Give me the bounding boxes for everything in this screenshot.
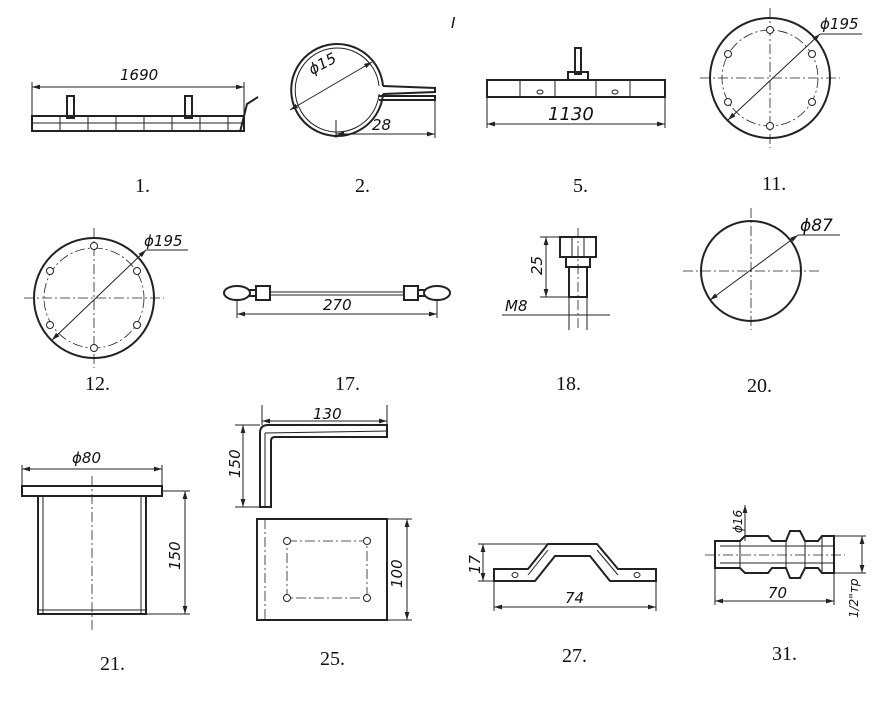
part-21-caption: 21.: [100, 653, 125, 675]
part-11-caption: 11.: [762, 173, 786, 195]
part-17-drawing: 270: [223, 285, 451, 318]
part-18-height-dimension: 25: [528, 256, 546, 275]
part-21-diameter-dimension: ϕ80: [72, 449, 101, 467]
part-12-drawing: ϕ195: [24, 228, 188, 368]
part-20-drawing: ϕ87: [683, 208, 840, 330]
part-20-diameter-dimension: ϕ87: [800, 216, 833, 236]
part-5-caption: 5.: [573, 175, 588, 197]
part-1-drawing: 1690: [31, 66, 259, 133]
part-11-diameter-dimension: ϕ195: [820, 15, 859, 33]
part-1-length-dimension: 1690: [120, 66, 158, 84]
part-1-caption: 1.: [135, 175, 150, 197]
part-2-length-dimension: 28: [372, 116, 391, 134]
part-11-drawing: ϕ195: [700, 8, 862, 148]
part-25-height-dimension: 150: [226, 449, 244, 478]
part-20-caption: 20.: [747, 375, 772, 397]
part-17-length-dimension: 270: [323, 296, 352, 314]
part-2-caption: 2.: [355, 175, 370, 197]
part-5-drawing: 1130: [486, 47, 666, 128]
part-2-drawing: ϕ15 28: [289, 43, 436, 138]
part-27-caption: 27.: [562, 645, 587, 667]
part-27-height-dimension: 17: [466, 554, 484, 574]
part-27-length-dimension: 74: [565, 589, 584, 607]
part-31-caption: 31.: [772, 643, 797, 665]
part-18-caption: 18.: [556, 373, 581, 395]
part-25-width-dimension: 130: [313, 405, 342, 423]
part-31-thread-dimension: 1/2"тр: [847, 578, 861, 618]
part-17-caption: 17.: [335, 373, 360, 395]
part-25-plate-dimension: 100: [388, 559, 406, 588]
part-18-thread-dimension: M8: [505, 297, 528, 315]
sheet-marker: I: [451, 14, 456, 32]
part-21-drawing: ϕ80 150: [21, 449, 190, 630]
part-25-drawing: 130 150 100: [226, 405, 412, 621]
part-31-drawing: ϕ16 70 1/2"тр: [705, 505, 866, 618]
part-27-drawing: 17 74: [466, 543, 657, 611]
part-12-diameter-dimension: ϕ195: [144, 232, 183, 250]
part-5-length-dimension: 1130: [548, 104, 594, 125]
part-12-caption: 12.: [85, 373, 110, 395]
part-18-drawing: 25 M8: [502, 228, 610, 330]
part-31-bore-dimension: ϕ16: [731, 509, 745, 533]
part-31-length-dimension: 70: [768, 584, 787, 602]
part-25-caption: 25.: [320, 648, 345, 670]
part-21-height-dimension: 150: [166, 541, 184, 570]
